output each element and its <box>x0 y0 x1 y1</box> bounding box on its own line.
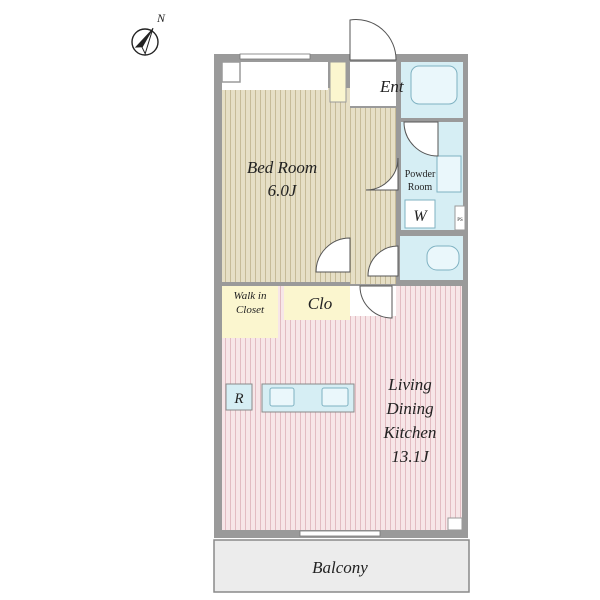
washer-space <box>404 199 436 229</box>
walk-in-closet-label-1: Walk in <box>234 290 267 302</box>
bedroom-window <box>239 53 311 60</box>
washbasin-icon <box>436 155 462 193</box>
balcony-window <box>299 530 381 537</box>
entrance-floor <box>350 62 396 106</box>
toilet-door-icon <box>367 245 399 277</box>
north-arrow-icon <box>134 27 154 56</box>
sink-icon <box>269 387 295 407</box>
bath-door-icon <box>403 121 439 157</box>
closet-label: Clo <box>308 294 333 313</box>
walk-in-closet-label-2: Closet <box>236 304 265 316</box>
entrance-door-icon <box>349 19 397 61</box>
washer-label: W <box>413 208 428 225</box>
ldk-label-3: Kitchen <box>383 423 437 442</box>
powder-room-label-1: Powder <box>405 169 436 180</box>
bedroom-label: Bed Room <box>247 158 317 177</box>
powder-door-icon <box>365 157 399 191</box>
closet-overlay <box>284 286 350 320</box>
entrance-label: Ent <box>379 77 405 96</box>
compass-letter: N <box>156 11 166 25</box>
pipe-space <box>454 205 466 231</box>
shoe-cabinet <box>329 61 347 103</box>
compass: N <box>131 11 166 56</box>
refrigerator-space <box>225 383 253 411</box>
balcony <box>213 539 470 593</box>
ldk-corner-column <box>447 517 463 531</box>
ldk-label-2: Dining <box>385 399 433 418</box>
bedroom-door-icon <box>315 237 351 273</box>
walk-in-closet-overlay <box>222 286 278 338</box>
bathtub-icon <box>410 65 458 105</box>
balcony-label: Balcony <box>312 558 368 577</box>
powder-room-label-2: Room <box>408 182 433 193</box>
ldk-door-icon <box>359 285 393 319</box>
ldk-size: 13.1J <box>391 447 430 466</box>
bedroom-corner-column <box>221 61 241 83</box>
toilet-icon <box>426 245 460 271</box>
bedroom-size: 6.0J <box>268 181 298 200</box>
refrigerator-label: R <box>233 391 243 407</box>
ldk-label-1: Living <box>387 375 431 394</box>
compass-ring <box>131 28 159 56</box>
stove-icon <box>321 387 349 407</box>
pipe-space-label: PS <box>457 218 463 223</box>
